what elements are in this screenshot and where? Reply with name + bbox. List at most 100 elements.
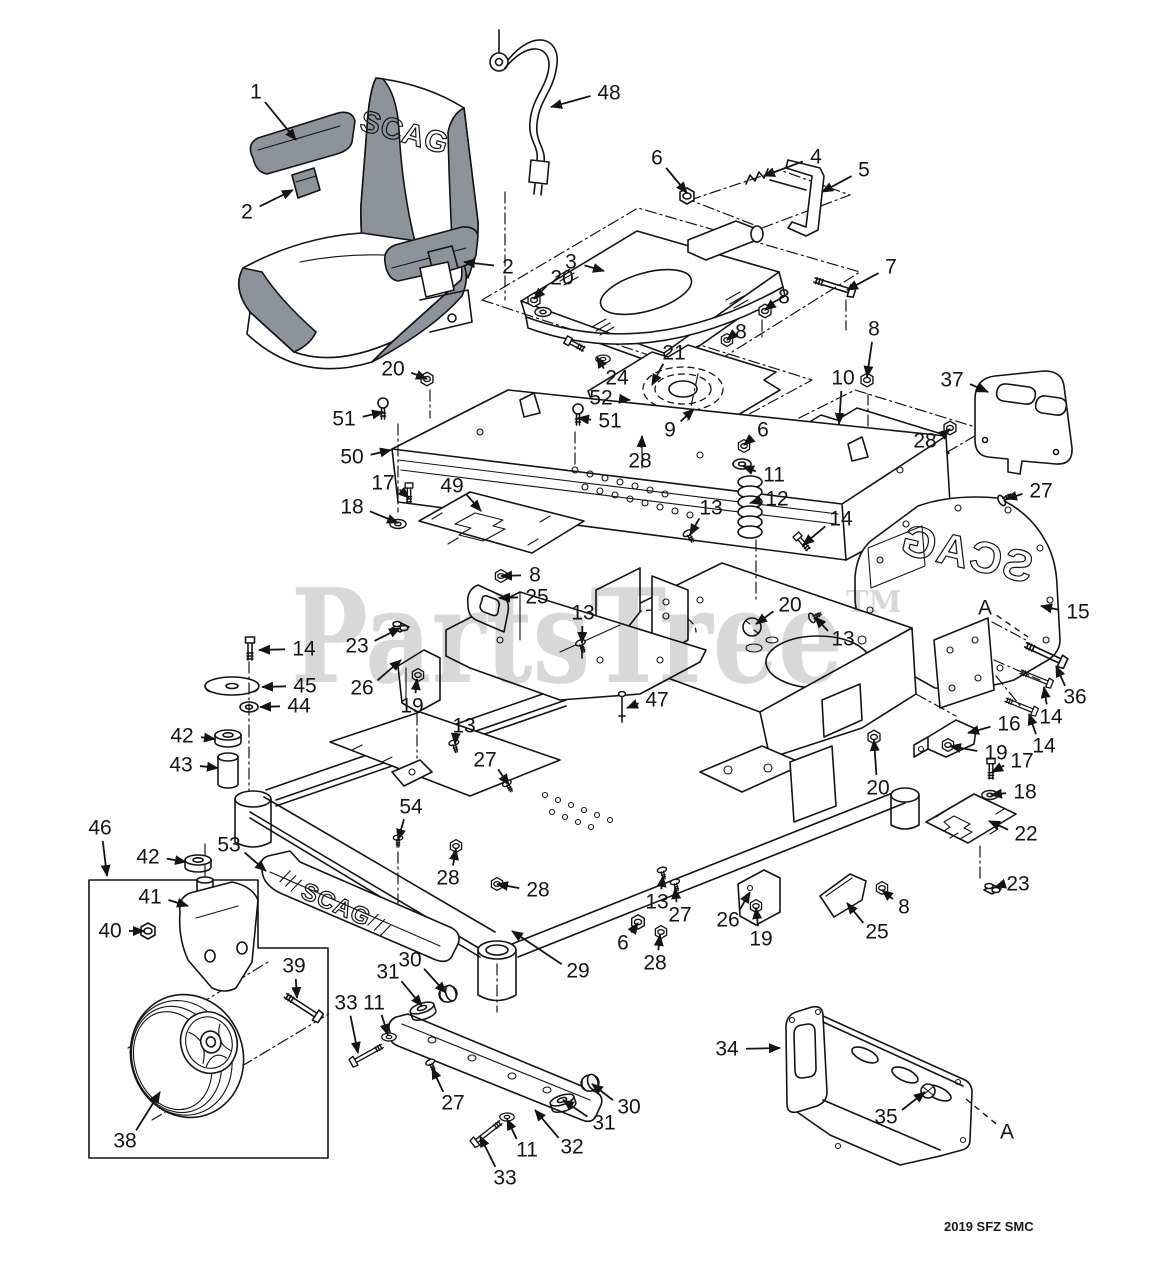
callout-line-8 <box>726 329 739 341</box>
callout-label-7: 7 <box>885 256 897 279</box>
callout-label-26: 26 <box>716 909 739 932</box>
callout-line-19 <box>410 678 421 694</box>
callout-label-20: 20 <box>778 594 801 617</box>
plate-49 <box>389 482 585 554</box>
callout-line-19 <box>949 743 978 753</box>
callout-line-53 <box>243 851 267 872</box>
callout-line-37 <box>969 383 989 393</box>
callout-label-24: 24 <box>605 367 629 390</box>
callout-line-45 <box>261 681 287 692</box>
callout-label-11: 11 <box>763 464 785 487</box>
callout-label-14: 14 <box>1039 706 1063 729</box>
main-frame <box>234 527 920 1002</box>
callout-line-33 <box>479 1135 497 1168</box>
callout-line-30 <box>591 1083 614 1101</box>
callout-label-36: 36 <box>1063 686 1086 709</box>
callout-line-8 <box>764 299 777 311</box>
callout-line-26 <box>376 659 402 682</box>
callout-line-26 <box>738 891 751 911</box>
callout-label-5: 5 <box>858 159 870 182</box>
callout-line-49 <box>465 493 482 512</box>
callout-label-2: 2 <box>241 201 253 224</box>
callout-label-33: 33 <box>334 992 357 1015</box>
callout-label-17: 17 <box>1010 750 1033 773</box>
callout-line-27 <box>431 1067 445 1093</box>
callout-label-54: 54 <box>399 796 423 819</box>
callout-label-19: 19 <box>984 742 1007 765</box>
callout-label-27: 27 <box>473 749 496 772</box>
callout-label-52: 52 <box>589 387 612 410</box>
callout-label-25: 25 <box>525 586 548 609</box>
callout-line-41 <box>168 897 189 908</box>
callout-line-11 <box>742 465 757 475</box>
callout-label-48: 48 <box>597 82 620 105</box>
callout-line-28 <box>653 934 664 951</box>
callout-line-20 <box>533 285 548 300</box>
callout-line-20 <box>755 610 774 625</box>
callout-line-8 <box>881 889 894 901</box>
callout-line-24 <box>596 356 607 370</box>
callout-line-6 <box>665 167 688 194</box>
seat-plate-assembly <box>420 159 874 437</box>
callout-line-8 <box>863 341 874 378</box>
callout-label-15: 15 <box>1066 601 1089 624</box>
callout-line-48 <box>550 95 591 109</box>
callout-label-44: 44 <box>287 695 311 718</box>
callout-line-14 <box>1027 713 1038 735</box>
callout-label-6: 6 <box>757 419 769 442</box>
callout-line-51 <box>577 414 592 425</box>
callout-line-47 <box>626 699 640 709</box>
callout-label-30: 30 <box>617 1096 640 1119</box>
callout-line-11 <box>379 1014 390 1036</box>
callout-label-20: 20 <box>381 358 404 381</box>
seat-cable <box>489 29 558 196</box>
callout-line-29 <box>511 930 563 966</box>
callout-line-36 <box>1055 665 1066 687</box>
callout-line-39 <box>291 978 302 999</box>
callout-label-14: 14 <box>829 508 853 531</box>
callout-label-19: 19 <box>749 928 772 951</box>
bracket-panel-37 <box>974 370 1073 475</box>
callout-label-46: 46 <box>88 817 111 840</box>
callout-line-15 <box>1040 603 1060 614</box>
callout-label-31: 31 <box>376 961 399 984</box>
callout-line-4 <box>763 160 804 177</box>
callout-label-8: 8 <box>868 318 880 341</box>
callout-label-18: 18 <box>340 496 363 519</box>
callout-line-35 <box>901 1091 926 1111</box>
callout-line-8 <box>500 570 522 581</box>
callout-label-3: 3 <box>565 251 577 274</box>
callout-label-41: 41 <box>138 886 161 909</box>
callout-line-28 <box>938 428 951 440</box>
callout-label-25: 25 <box>865 921 888 944</box>
callout-line-3 <box>584 263 605 273</box>
callout-line-1 <box>264 101 297 141</box>
callout-label-27: 27 <box>1029 480 1052 503</box>
callout-line-5 <box>821 175 853 193</box>
callout-label-43: 43 <box>169 754 192 777</box>
caster-box <box>88 843 333 1159</box>
callout-line-18 <box>369 510 399 524</box>
callout-label-30: 30 <box>398 949 421 972</box>
callout-label-20: 20 <box>550 267 573 290</box>
callout-label-13: 13 <box>699 497 722 520</box>
callout-label-23: 23 <box>345 635 368 658</box>
callout-line-27 <box>497 768 510 786</box>
callout-label-A: A <box>1000 1121 1014 1144</box>
callout-line-30 <box>423 968 447 994</box>
callout-line-46 <box>100 840 111 877</box>
callout-line-6 <box>743 434 756 446</box>
callout-label-26: 26 <box>350 677 373 700</box>
callout-line-42 <box>200 732 216 743</box>
callout-label-10: 10 <box>831 367 854 390</box>
callout-line-34 <box>745 1043 781 1054</box>
callout-label-29: 29 <box>566 960 589 983</box>
callout-label-32: 32 <box>560 1136 583 1159</box>
spring-stack-12 <box>732 438 763 539</box>
callout-label-28: 28 <box>643 952 666 975</box>
watermark-tm: TM <box>846 585 902 620</box>
callout-line-44 <box>259 701 281 712</box>
callout-line-21 <box>651 363 665 386</box>
